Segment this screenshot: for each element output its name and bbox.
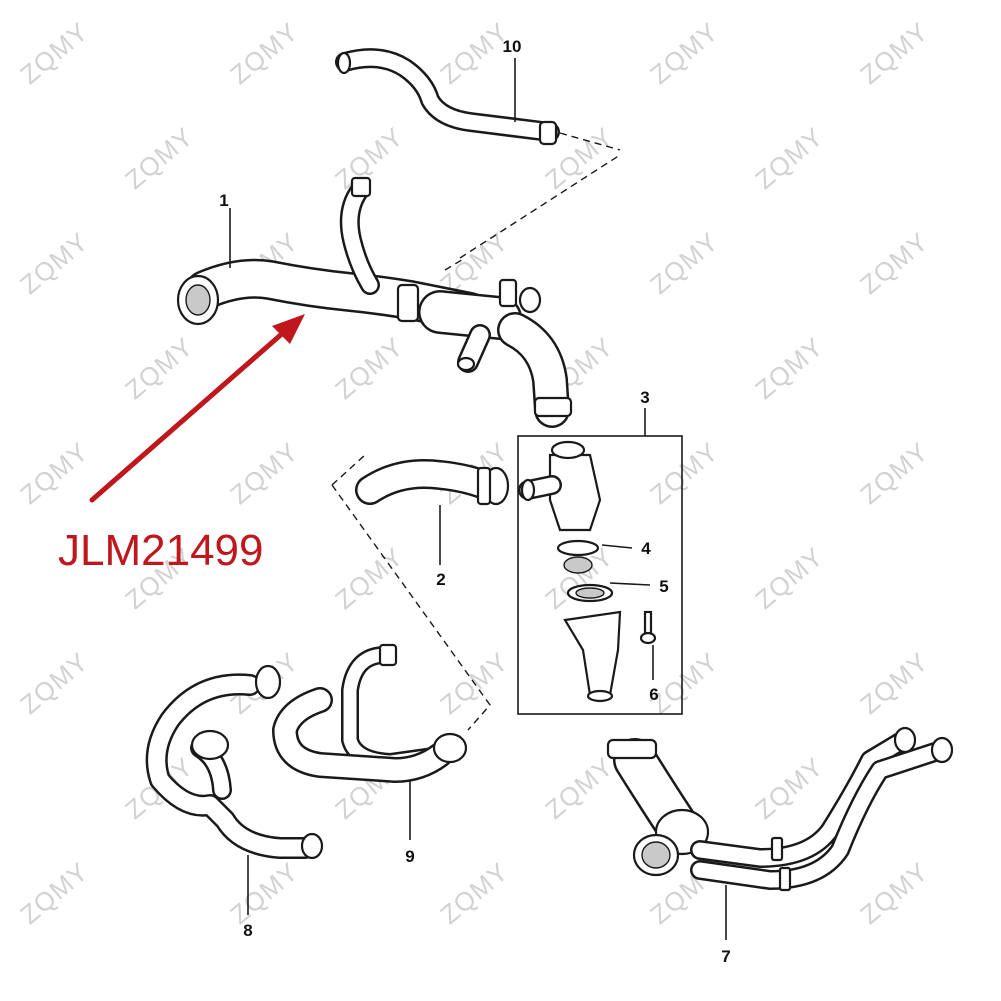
watermark-text: ZQMY	[854, 226, 934, 300]
highlight-arrow	[89, 314, 305, 503]
watermark-text: ZQMY	[644, 646, 724, 720]
watermark-text: ZQMY	[749, 541, 829, 615]
watermark-text: ZQMY	[14, 16, 94, 90]
watermark-text: ZQMY	[14, 226, 94, 300]
callout-1: 1	[219, 191, 228, 210]
watermark-text: ZQMY	[539, 751, 619, 825]
dashed-leader-2	[331, 484, 491, 731]
watermark-text: ZQMY	[14, 646, 94, 720]
callout-6: 6	[649, 685, 658, 704]
watermark-text: ZQMY	[854, 856, 934, 930]
watermark-text: ZQMY	[854, 436, 934, 510]
watermark-text: ZQMY	[119, 121, 199, 195]
callout-3: 3	[640, 388, 649, 407]
watermark-text: ZQMY	[644, 16, 724, 90]
watermark-text: ZQMY	[329, 331, 409, 405]
watermark-text: ZQMY	[854, 16, 934, 90]
part-code-label: JLM21499	[58, 526, 263, 575]
thermostat-group-part-3	[517, 408, 683, 715]
hose-part-7	[606, 726, 954, 940]
callout-5: 5	[659, 577, 668, 596]
callout-9: 9	[405, 847, 414, 866]
callout-8: 8	[243, 921, 252, 940]
hose-part-9	[272, 643, 468, 840]
hose-part-8	[145, 664, 324, 915]
watermark-text: ZQMY	[749, 331, 829, 405]
watermark-text: ZQMY	[224, 16, 304, 90]
hose-part-1	[176, 154, 621, 428]
watermark-text: ZQMY	[644, 436, 724, 510]
watermark-text: ZQMY	[224, 436, 304, 510]
watermark-text: ZQMY	[329, 541, 409, 615]
callout-7: 7	[721, 947, 730, 966]
hose-part-10	[335, 48, 621, 151]
watermark-text: ZQMY	[434, 856, 514, 930]
callout-10: 10	[503, 37, 522, 56]
watermark-text: ZQMY	[854, 646, 934, 720]
watermark-text: ZQMY	[119, 331, 199, 405]
callout-4: 4	[641, 539, 651, 558]
watermark-text: ZQMY	[14, 856, 94, 930]
hose-part-2	[355, 459, 510, 565]
watermark-text: ZQMY	[749, 751, 829, 825]
watermark-text: ZQMY	[749, 121, 829, 195]
watermark-text: ZQMY	[224, 856, 304, 930]
callout-2: 2	[436, 570, 445, 589]
watermark-text: ZQMY	[14, 436, 94, 510]
watermark-text: ZQMY	[644, 226, 724, 300]
